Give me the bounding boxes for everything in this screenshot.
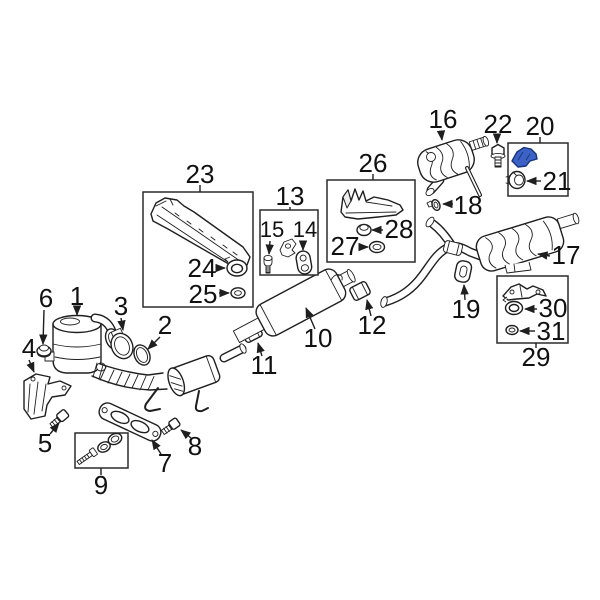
callout-8-label: 8 — [188, 431, 202, 461]
callout-12-label: 12 — [358, 310, 387, 340]
callout-2-label: 2 — [158, 310, 172, 340]
part-8-bolt — [160, 417, 181, 435]
callout-6-label: 6 — [39, 283, 53, 313]
part-3-clamp — [110, 327, 134, 360]
part-27-ring — [368, 240, 386, 254]
callout-11-label: 11 — [251, 350, 278, 380]
leader-15 — [265, 240, 274, 255]
part-26-heat-shield — [340, 188, 404, 220]
callout-7-label: 7 — [158, 448, 172, 478]
callout-15-label: 15 — [260, 217, 284, 242]
callout-18-label: 18 — [454, 190, 483, 220]
part-16-front-muffler — [417, 135, 490, 197]
group-box-23 — [142, 191, 254, 308]
part-12-connector-sleeve — [349, 281, 371, 301]
leader-12 — [365, 299, 374, 317]
callout-21-label: 21 — [543, 166, 572, 196]
part-22-bolt — [490, 143, 506, 168]
callout-30-label: 30 — [539, 293, 568, 323]
leader-2 — [147, 336, 161, 350]
callout-26-label: 26 — [359, 148, 388, 178]
callout-20-label: 20 — [526, 111, 555, 141]
callout-3-label: 3 — [114, 291, 128, 321]
callout-19-label: 19 — [452, 294, 481, 324]
part-10-center-muffler — [232, 268, 356, 343]
callout-31-label: 31 — [537, 316, 566, 346]
part-30-mount — [502, 296, 524, 316]
callout-1-label: 1 — [70, 281, 84, 311]
callout-9-label: 9 — [94, 470, 108, 500]
leader-6 — [39, 309, 48, 345]
part-17-rear-muffler — [475, 212, 580, 274]
callout-25-label: 25 — [189, 279, 218, 309]
callout-22-label: 22 — [484, 109, 513, 139]
callout-17-label: 17 — [552, 240, 581, 270]
part-19-rubber-hanger — [454, 260, 473, 283]
part-9-seal-kit — [76, 432, 123, 465]
leader-8 — [180, 429, 192, 440]
callout-4-label: 4 — [22, 333, 36, 363]
part-24-mount — [224, 256, 248, 277]
callout-10-label: 10 — [304, 323, 333, 353]
leader-19 — [460, 284, 469, 301]
part-1-downpipe — [91, 343, 247, 413]
part-13-clip — [279, 238, 297, 258]
callout-13-label: 13 — [276, 181, 305, 211]
callout-29-label: 29 — [522, 342, 551, 372]
part-25-grommet — [230, 287, 246, 299]
part-7-gasket — [98, 402, 162, 442]
callout-5-label: 5 — [38, 428, 52, 458]
exhaust-pipe-assembly — [380, 216, 491, 308]
callout-24-label: 24 — [188, 253, 217, 283]
leader-10 — [305, 307, 316, 330]
group-box-20 — [505, 142, 569, 197]
part-28-nut — [356, 223, 372, 237]
part-31-grommet — [505, 324, 519, 336]
part-15-bolt — [263, 254, 273, 274]
part-18-hanger-clip — [426, 198, 441, 212]
part-6-nut — [36, 344, 52, 358]
part-21-clamp — [505, 170, 526, 190]
group-box-9 — [74, 432, 129, 469]
callout-labels: 1 2 3 4 5 6 7 8 9 10 11 12 13 14 15 16 1… — [22, 104, 581, 500]
leader-11 — [256, 342, 265, 357]
callout-23-label: 23 — [186, 159, 215, 189]
callout-leaders — [26, 130, 551, 475]
part-29-bracket — [502, 283, 547, 301]
leader-3 — [117, 317, 126, 331]
group-box-26 — [326, 179, 416, 263]
callout-16-label: 16 — [429, 104, 458, 134]
leader-16 — [436, 130, 446, 141]
callout-27-label: 27 — [331, 231, 360, 261]
leader-5 — [49, 422, 60, 435]
leader-7 — [151, 439, 162, 455]
callout-14-label: 14 — [293, 217, 317, 242]
part-14-hanger — [295, 250, 313, 275]
leader-4 — [26, 359, 35, 373]
part-20-bracket-highlighted — [511, 146, 538, 168]
leader-17 — [537, 251, 551, 260]
part-2-gasket-ring — [133, 344, 151, 366]
part-4-bracket — [23, 373, 72, 420]
part-23-heat-shield — [150, 197, 251, 269]
part-5-bolt — [49, 409, 70, 429]
part-1-catalytic-converter — [44, 313, 122, 374]
callout-28-label: 28 — [385, 214, 414, 244]
